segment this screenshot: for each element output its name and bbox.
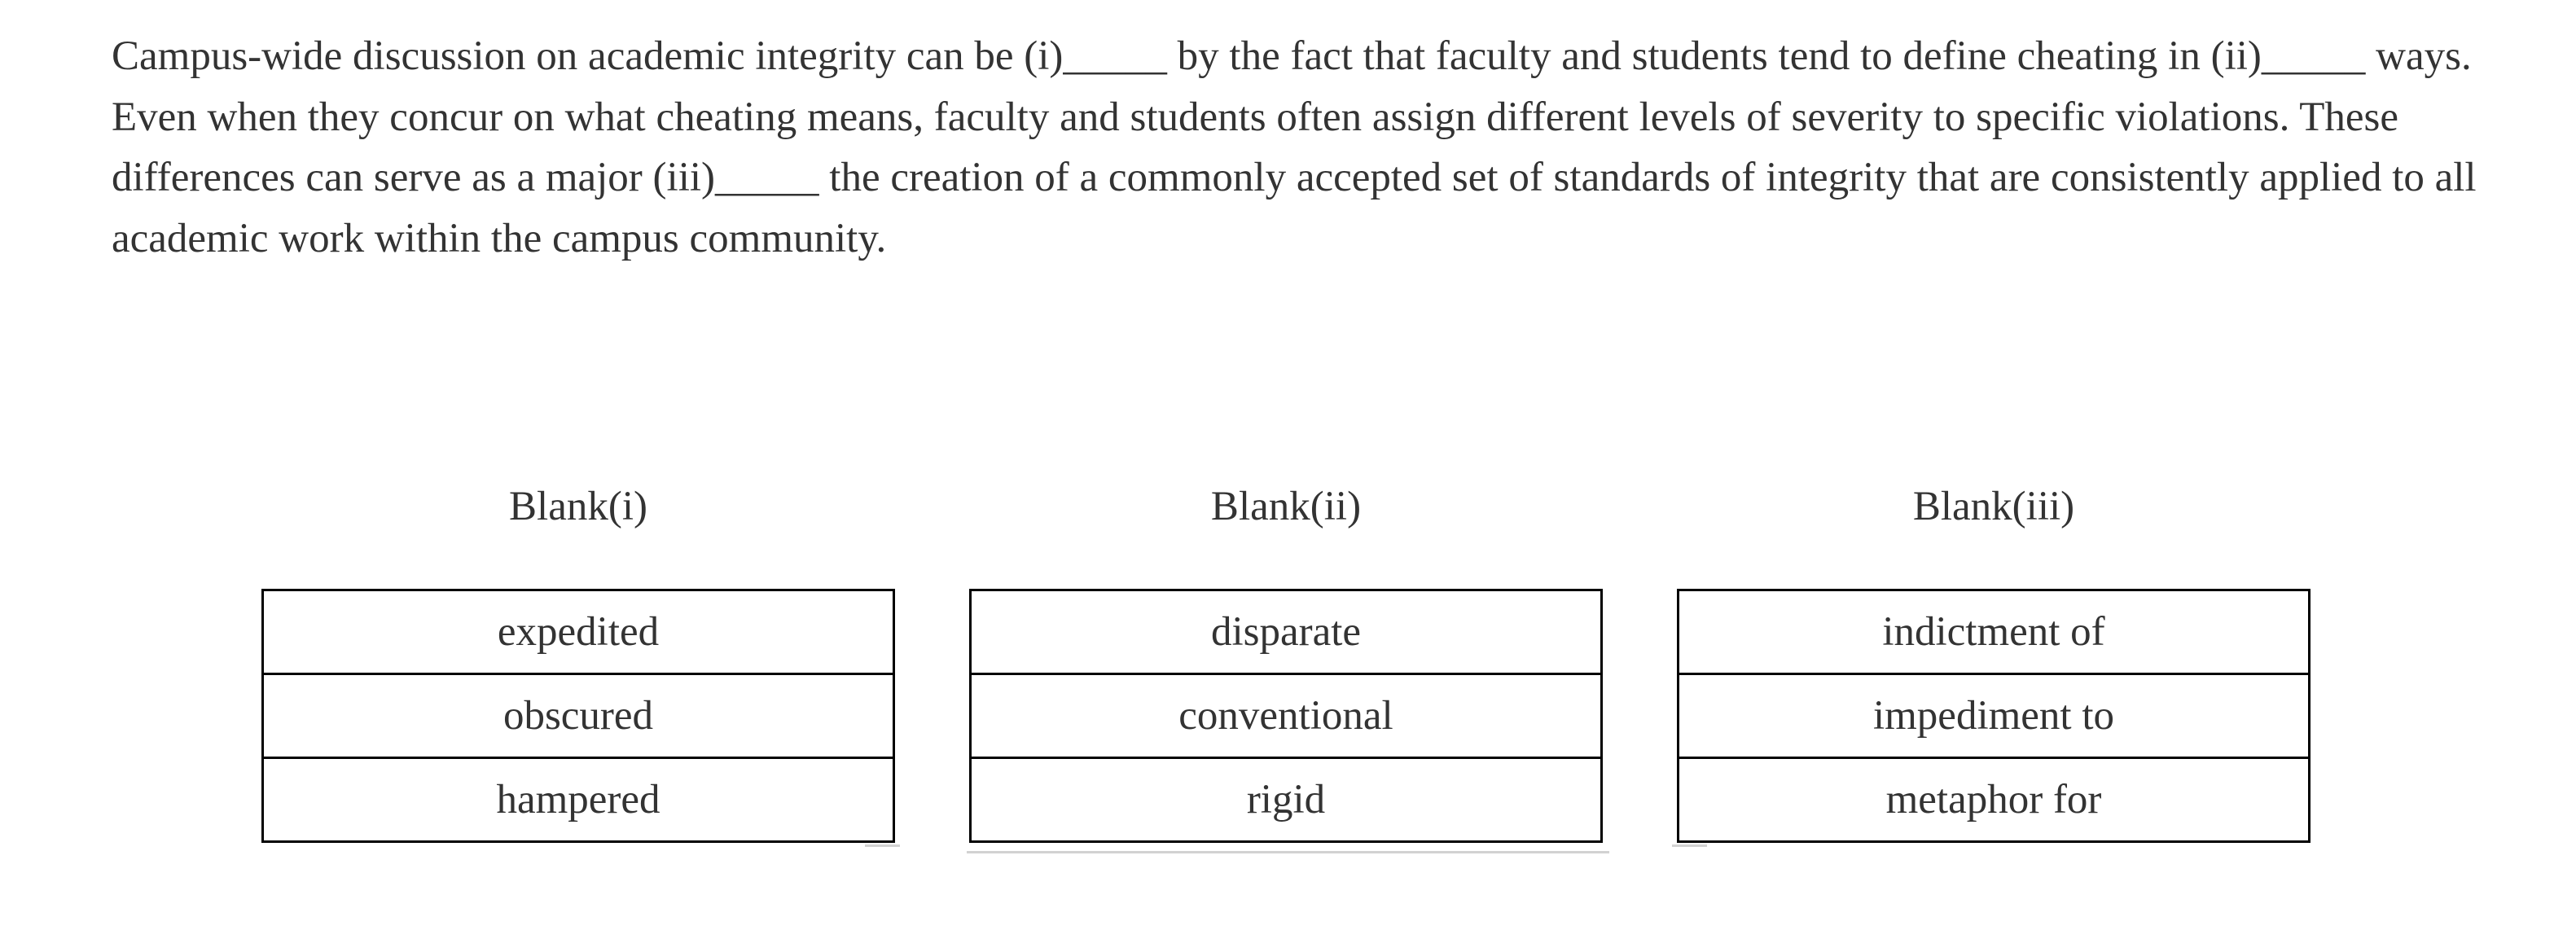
option-hampered[interactable]: hampered bbox=[264, 757, 893, 840]
blank-ii-column: Blank(ii) disparate conventional rigid bbox=[967, 476, 1609, 853]
option-indictment-of[interactable]: indictment of bbox=[1882, 609, 2105, 655]
question-passage: Campus-wide discussion on academic integ… bbox=[112, 33, 2477, 261]
option-conventional[interactable]: conventional bbox=[972, 673, 1600, 757]
option-metaphor-for[interactable]: metaphor for bbox=[1679, 757, 2308, 840]
blank-i-column: Blank(i) expedited obscured hampered bbox=[261, 476, 900, 847]
scroll-indicator bbox=[865, 844, 900, 847]
scroll-indicator bbox=[967, 851, 1609, 853]
option-expedited[interactable]: expedited bbox=[497, 609, 660, 655]
option-rigid[interactable]: rigid bbox=[972, 757, 1600, 840]
blank-i-title: Blank(i) bbox=[509, 484, 647, 529]
option-impediment-to[interactable]: impediment to bbox=[1679, 673, 2308, 757]
option-disparate[interactable]: disparate bbox=[1210, 609, 1362, 655]
blank-iii-options: indictment of impediment to metaphor for bbox=[1677, 589, 2311, 843]
blank-ii-options: disparate conventional rigid bbox=[969, 589, 1603, 843]
blank-iii-column: Blank(iii) indictment of impediment to m… bbox=[1672, 476, 2311, 847]
answer-columns: Blank(i) expedited obscured hampered Bla… bbox=[261, 476, 2311, 853]
option-obscured[interactable]: obscured bbox=[264, 673, 893, 757]
blank-i-options: expedited obscured hampered bbox=[261, 589, 895, 843]
blank-ii-title: Blank(ii) bbox=[1210, 484, 1362, 529]
blank-iii-title: Blank(iii) bbox=[1912, 484, 2075, 529]
scroll-indicator bbox=[1672, 844, 1707, 847]
